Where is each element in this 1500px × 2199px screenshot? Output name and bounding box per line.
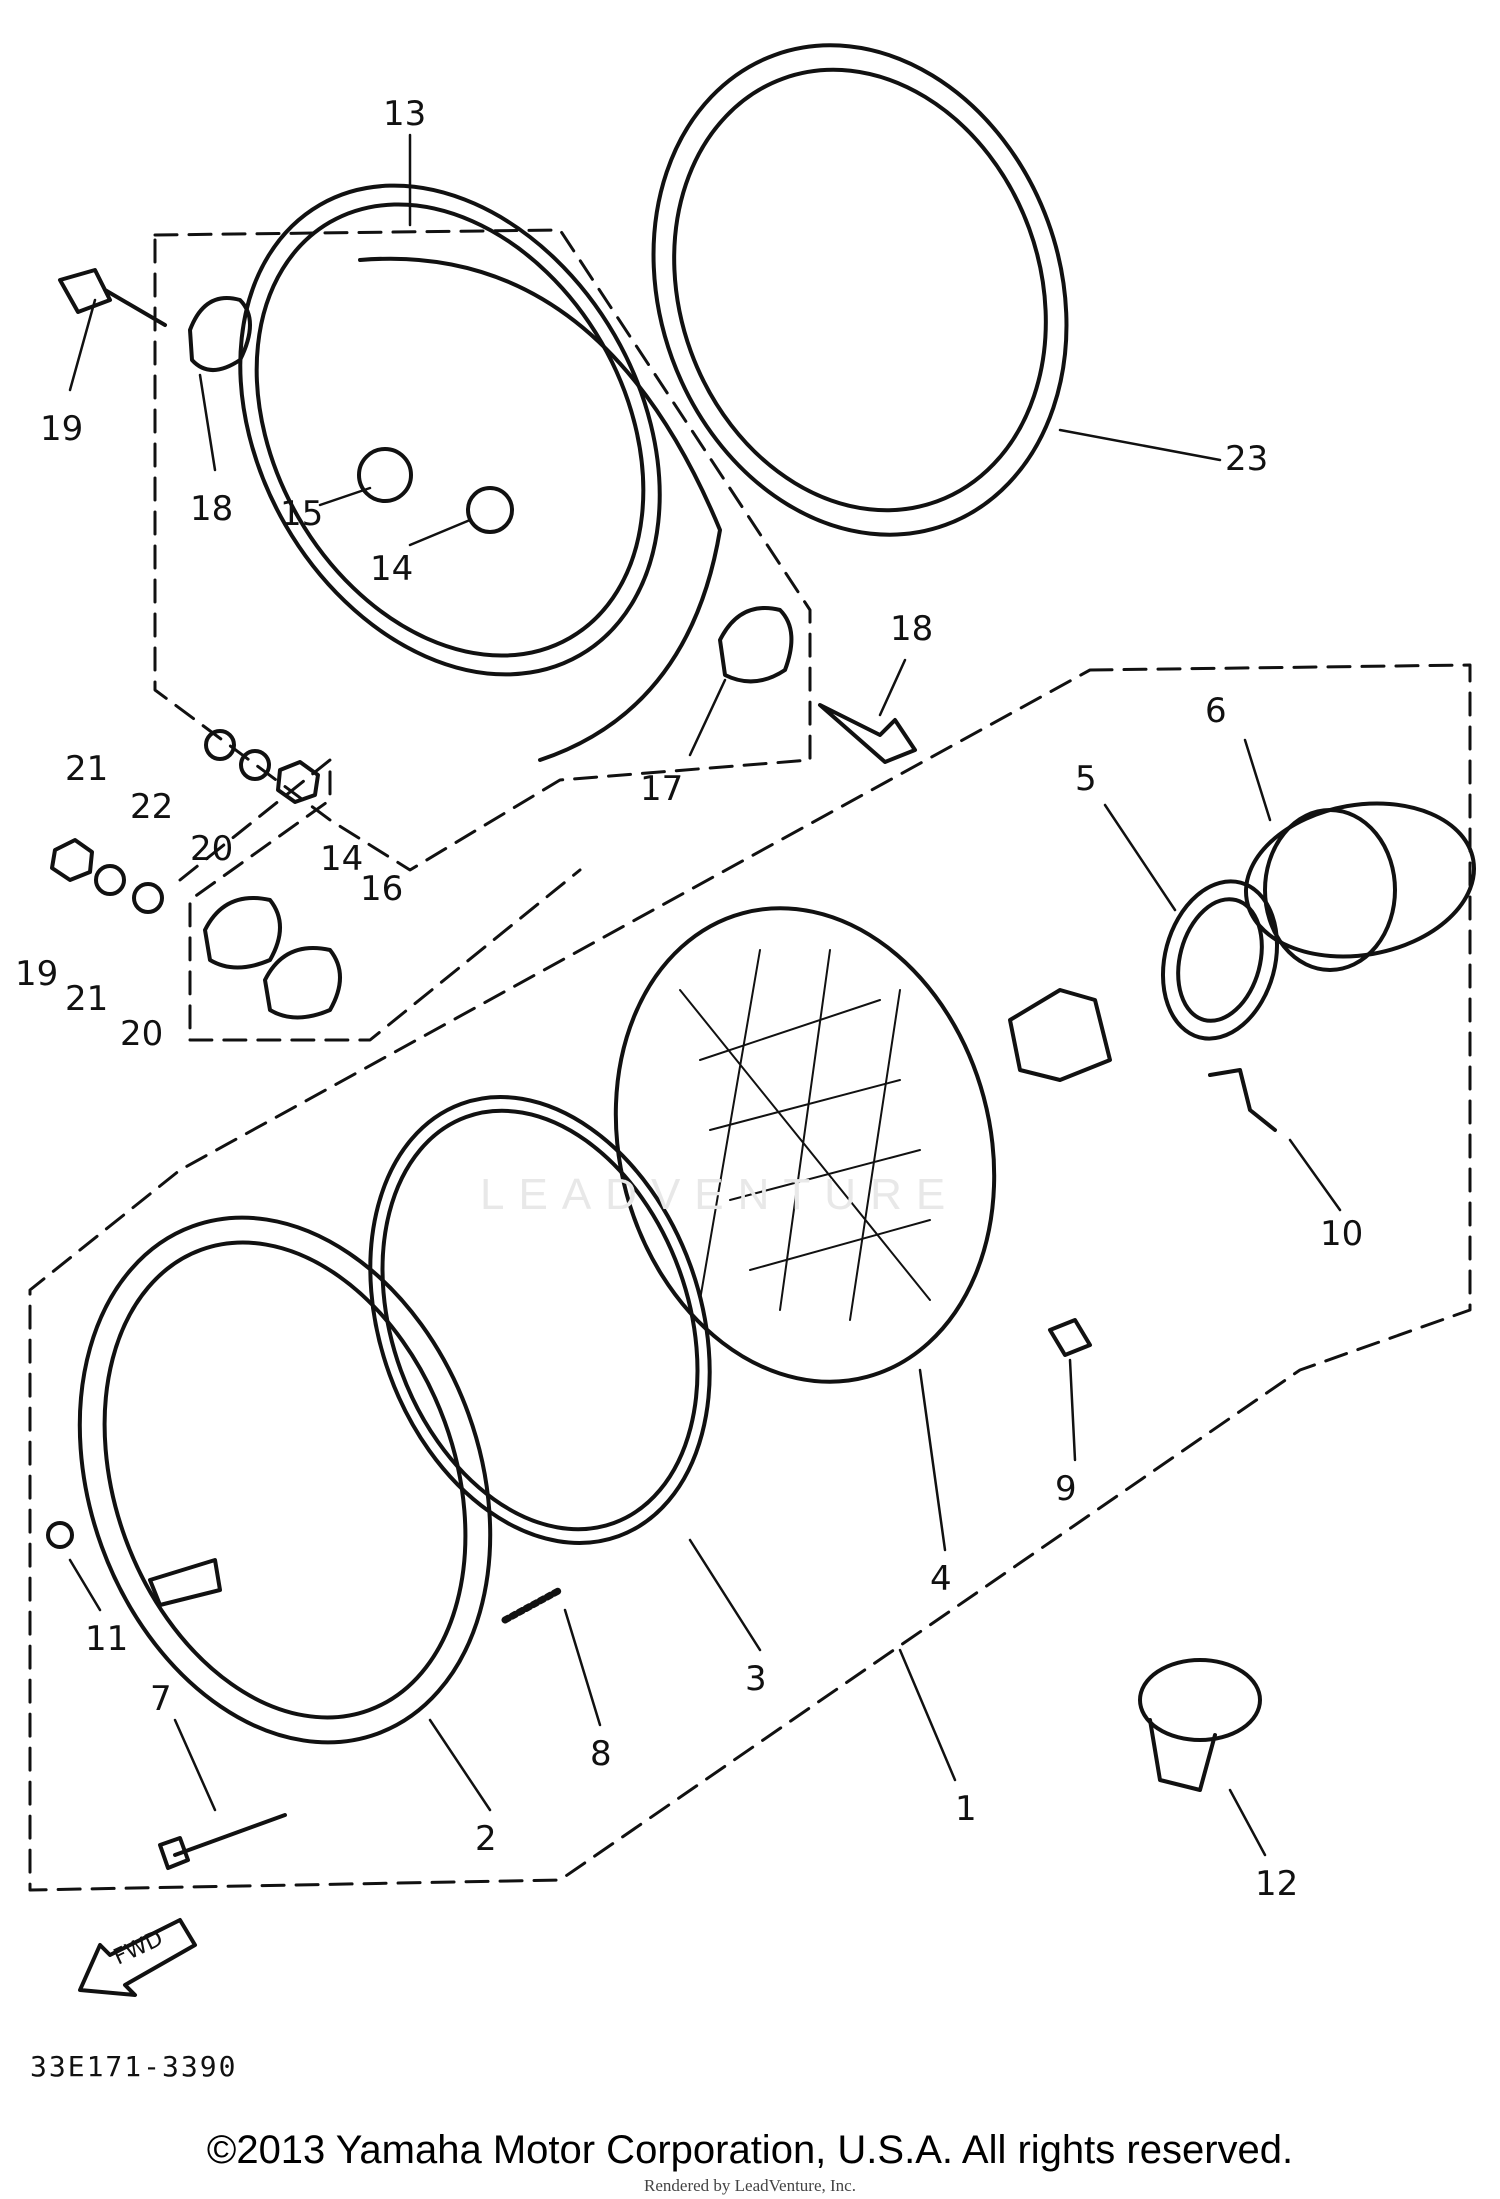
leader-15	[408, 518, 472, 547]
nut-20-lower	[50, 838, 94, 882]
leader-19-right	[878, 658, 907, 717]
bushing-17	[357, 447, 413, 503]
bracket-16	[263, 946, 342, 1020]
leader-7	[173, 1718, 217, 1812]
washer-21-lower	[132, 882, 164, 914]
part-label-15: 14	[370, 549, 413, 589]
leader-18-right	[688, 678, 727, 757]
washer-21-upper	[204, 729, 236, 761]
clip-nut	[1048, 1318, 1092, 1357]
leader-5	[1103, 803, 1177, 912]
forward-arrow	[78, 1918, 197, 1997]
leader-10	[1288, 1138, 1342, 1212]
grommet-18-left	[188, 296, 252, 372]
mounting-group-outline	[178, 758, 582, 1042]
spring-8	[501, 1586, 564, 1624]
part-label-19-top: 19	[40, 409, 83, 449]
grommet-18-right	[718, 606, 794, 684]
collar-15	[466, 486, 514, 534]
part-label-22-upper: 22	[130, 787, 173, 827]
part-label-23: 23	[1225, 439, 1268, 479]
copyright-notice: ©2013 Yamaha Motor Corporation, U.S.A. A…	[206, 2128, 1294, 2172]
headlight-group-outline	[28, 663, 1472, 1892]
leader-1	[898, 1648, 957, 1782]
leader-8	[563, 1608, 602, 1727]
part-label-7: 7	[150, 1679, 172, 1719]
watermark: LEADVENTURE	[480, 1170, 960, 1219]
headlight-housing	[238, 183, 722, 762]
part-label-1: 1	[955, 1789, 977, 1829]
part-label-13: 13	[383, 94, 426, 134]
headlight-bulb	[1138, 1658, 1262, 1792]
bulb-assembly	[1008, 988, 1112, 1082]
leader-19-top	[68, 298, 97, 392]
part-label-6: 6	[1205, 691, 1227, 731]
bolt-19-top	[58, 268, 167, 327]
leader-9	[1068, 1358, 1077, 1462]
part-label-12: 12	[1255, 1864, 1298, 1904]
wire-clip	[1208, 1068, 1277, 1132]
part-label-2: 2	[475, 1819, 497, 1859]
leader-2	[428, 1718, 492, 1812]
part-label-21-lower: 20	[120, 1014, 163, 1054]
part-label-3: 3	[745, 1659, 767, 1699]
part-label-10: 10	[1320, 1214, 1363, 1254]
part-label-9: 9	[1055, 1469, 1077, 1509]
leader-6	[1243, 738, 1272, 822]
leader-12	[1228, 1788, 1267, 1857]
part-label-20-upper: 20	[190, 829, 233, 869]
rim-band	[651, 43, 1069, 537]
part-label-17: 15	[280, 494, 323, 534]
housing-group-outline	[153, 228, 812, 872]
leader-11	[68, 1558, 102, 1612]
part-label-19-right: 18	[890, 609, 933, 649]
bracket-14	[203, 896, 282, 970]
part-label-5: 5	[1075, 759, 1097, 799]
part-label-18-right: 17	[640, 769, 683, 809]
part-label-14: 14	[320, 839, 363, 879]
screw-11	[46, 1521, 74, 1549]
headlight-lens-unit	[613, 906, 997, 1384]
headlight-rim	[77, 1215, 493, 1745]
seal-ring	[368, 1095, 712, 1545]
washer-22-upper	[239, 749, 271, 781]
leader-17	[318, 486, 372, 507]
part-label-4: 4	[930, 1559, 952, 1599]
part-label-22-lower: 21	[65, 979, 108, 1019]
part-label-20-lower: 19	[15, 954, 58, 994]
socket-cover	[1244, 801, 1476, 972]
bolt-19-right	[818, 703, 917, 764]
nut-20-upper	[276, 760, 320, 804]
leader-23	[1058, 428, 1222, 462]
render-credit: Rendered by LeadVenture, Inc.	[644, 2176, 856, 2195]
part-label-21-upper: 21	[65, 749, 108, 789]
drawing-code: 33E171-3390	[30, 2050, 238, 2083]
part-label-8: 8	[590, 1734, 612, 1774]
part-label-11: 11	[85, 1619, 128, 1659]
leader-4	[918, 1368, 947, 1552]
leader-18-left	[198, 373, 217, 472]
leader-3	[688, 1538, 762, 1652]
part-label-16: 16	[360, 869, 403, 909]
bulb-retainer	[1160, 879, 1280, 1041]
washer-22-lower	[94, 864, 126, 896]
part-label-18-left: 18	[190, 489, 233, 529]
screw-7	[158, 1813, 287, 1870]
